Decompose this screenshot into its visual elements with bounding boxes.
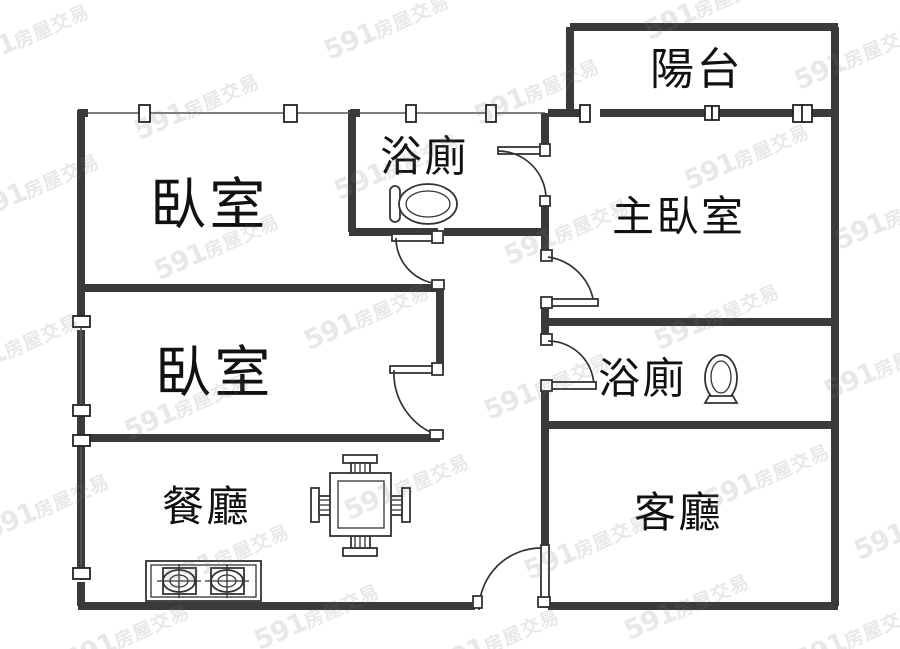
window-left-3 xyxy=(72,440,91,580)
exterior-walls xyxy=(77,23,839,610)
room-label-bathroom-lower: 浴廁 xyxy=(598,354,688,403)
room-label-master-bedroom: 主臥室 xyxy=(612,192,746,241)
toilet-lower-icon xyxy=(703,354,739,404)
room-label-balcony: 陽台 xyxy=(650,44,744,95)
door-entrance xyxy=(472,544,551,611)
room-label-dining-room: 餐廳 xyxy=(162,482,252,531)
room-label-bedroom-top-left: 臥室 xyxy=(150,173,269,238)
window-top-1 xyxy=(88,104,350,123)
gas-stove-icon xyxy=(145,560,262,602)
window-top-4 xyxy=(485,104,497,123)
room-label-bathroom-upper: 浴廁 xyxy=(380,132,470,181)
door-bedroom-mid-left xyxy=(389,362,444,440)
balcony-opening-right xyxy=(801,104,813,123)
balcony-opening-left xyxy=(579,104,591,123)
window-left-1 xyxy=(72,315,91,410)
door-master-bedroom xyxy=(540,249,599,309)
room-label-living-room: 客廳 xyxy=(634,488,724,537)
window-left-2 xyxy=(72,404,91,417)
door-bedroom-top-left xyxy=(391,230,445,290)
balcony-sliding-door xyxy=(704,105,720,121)
door-bathroom-lower xyxy=(540,333,597,392)
door-bathroom-upper-east xyxy=(497,143,551,207)
dining-table-icon xyxy=(310,454,411,557)
toilet-upper-icon xyxy=(389,183,458,225)
window-top-3 xyxy=(360,104,545,123)
window-left-4 xyxy=(72,434,91,447)
window-top-2 xyxy=(283,104,298,123)
room-label-bedroom-mid-left: 臥室 xyxy=(155,341,274,406)
